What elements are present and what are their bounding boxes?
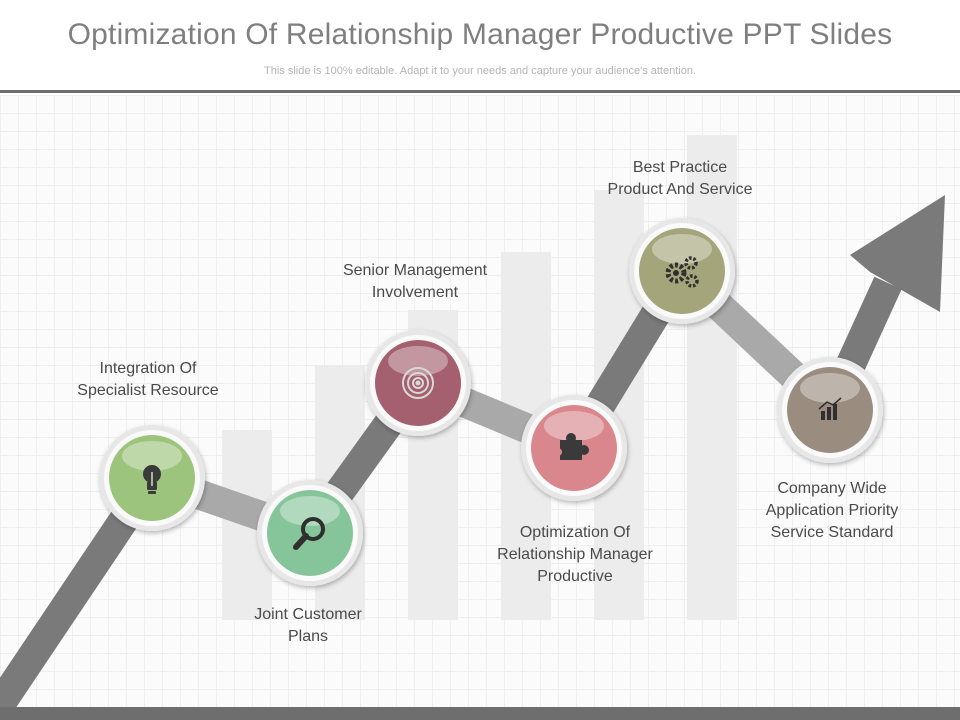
step-node-4 [521, 395, 627, 501]
arrow-head [850, 195, 945, 312]
step-label-4: Optimization Of Relationship Manager Pro… [497, 524, 653, 585]
background-bar [687, 135, 737, 620]
step-node-2 [257, 480, 363, 586]
step-label-1: Integration Of Specialist Resource [77, 360, 219, 399]
step-label-3: Senior Management Involvement [342, 262, 488, 301]
header-rule [0, 90, 960, 93]
puzzle-icon [554, 433, 589, 460]
target-icon [402, 367, 434, 399]
gears-icon [665, 256, 699, 288]
lightbulb-icon [143, 465, 161, 494]
page-subtitle: This slide is 100% editable. Adapt it to… [264, 65, 696, 77]
step-label-5: Best Practice Product And Service [607, 159, 753, 198]
step-label-6: Company Wide Application Priority Servic… [765, 480, 899, 541]
step-node-3 [365, 330, 471, 436]
footer-bar [0, 707, 960, 720]
step-label-2: Joint Customer Plans [254, 606, 362, 645]
step-node-6 [777, 357, 883, 463]
step-nodes [99, 218, 883, 586]
step-node-5 [629, 218, 735, 324]
node-disc [267, 490, 353, 576]
step-node-1 [99, 425, 205, 531]
chart-icon [818, 397, 842, 420]
magnifier-icon [293, 517, 325, 550]
page-title: Optimization Of Relationship Manager Pro… [67, 18, 893, 51]
